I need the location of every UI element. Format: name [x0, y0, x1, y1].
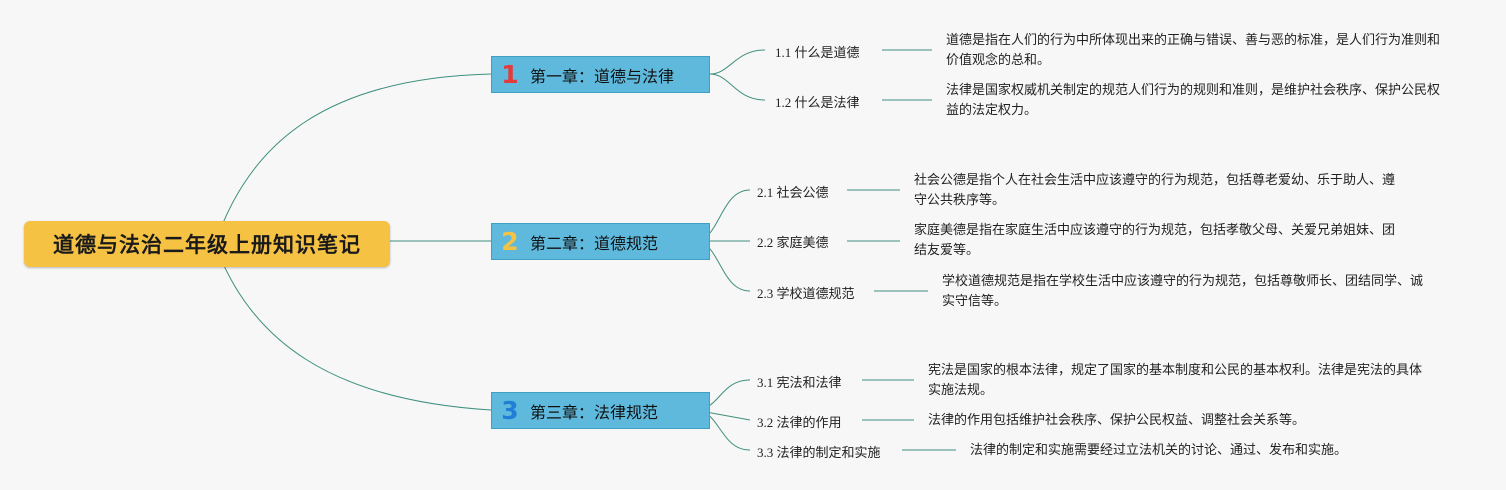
topic-3-3-description: 法律的制定和实施需要经过立法机关的讨论、通过、发布和实施。: [970, 443, 1348, 458]
connector-root-ch3: [214, 243, 492, 411]
topic-2-1[interactable]: 2.1 社会公德: [757, 185, 829, 200]
topic-2-1-description: 社会公德是指个人在社会生活中应该遵守的行为规范，包括尊老爱幼、乐于助人、遵守公共…: [914, 173, 1396, 208]
chapter-1-node[interactable]: 1 第一章：道德与法律: [491, 56, 710, 93]
chapter-3-node[interactable]: 3 第三章：法律规范: [491, 392, 710, 429]
chapter-2-title: 第二章：道德规范: [530, 233, 659, 253]
topic-2-3-description: 学校道德规范是指在学校生活中应该遵守的行为规范，包括尊敬师长、团结同学、诚实守信…: [942, 274, 1424, 309]
topic-3-2-description: 法律的作用包括维护社会秩序、保护公民权益、调整社会关系等。: [928, 413, 1306, 428]
topic-3-1[interactable]: 3.1 宪法和法律: [757, 375, 842, 390]
topic-3-1-description: 宪法是国家的根本法律，规定了国家的基本制度和公民的基本权利。法律是宪法的具体实施…: [928, 363, 1423, 398]
connector-ch1-t1: [709, 49, 766, 75]
connector-ch1-t2: [709, 73, 766, 101]
topic-1-2-description: 法律是国家权威机关制定的规范人们行为的规则和准则，是维护社会秩序、保护公民权益的…: [946, 83, 1441, 118]
connector-root-ch1: [214, 73, 492, 245]
root-title: 道德与法治二年级上册知识笔记: [53, 233, 361, 257]
chapter-3-title: 第三章：法律规范: [530, 402, 659, 422]
topic-3-2[interactable]: 3.2 法律的作用: [757, 415, 842, 430]
chapter-3-number: 3: [501, 396, 519, 425]
topic-1-2[interactable]: 1.2 什么是法律: [775, 95, 860, 110]
chapter-2-number: 2: [501, 227, 519, 256]
topic-3-3[interactable]: 3.3 法律的制定和实施: [757, 445, 881, 460]
topic-2-2-description: 家庭美德是指在家庭生活中应该遵守的行为规范，包括孝敬父母、关爱兄弟姐妹、团结友爱…: [914, 223, 1396, 258]
chapter-1-title: 第一章：道德与法律: [530, 66, 675, 86]
topic-2-2[interactable]: 2.2 家庭美德: [757, 235, 829, 250]
root-node[interactable]: 道德与法治二年级上册知识笔记: [24, 221, 390, 267]
topic-2-3[interactable]: 2.3 学校道德规范: [757, 286, 855, 301]
chapter-2-node[interactable]: 2 第二章：道德规范: [491, 223, 710, 260]
topic-1-1-description: 道德是指在人们的行为中所体现出来的正确与错误、善与恶的标准，是人们行为准则和价值…: [946, 33, 1441, 68]
chapter-1-number: 1: [501, 60, 519, 89]
topic-1-1[interactable]: 1.1 什么是道德: [775, 45, 860, 60]
